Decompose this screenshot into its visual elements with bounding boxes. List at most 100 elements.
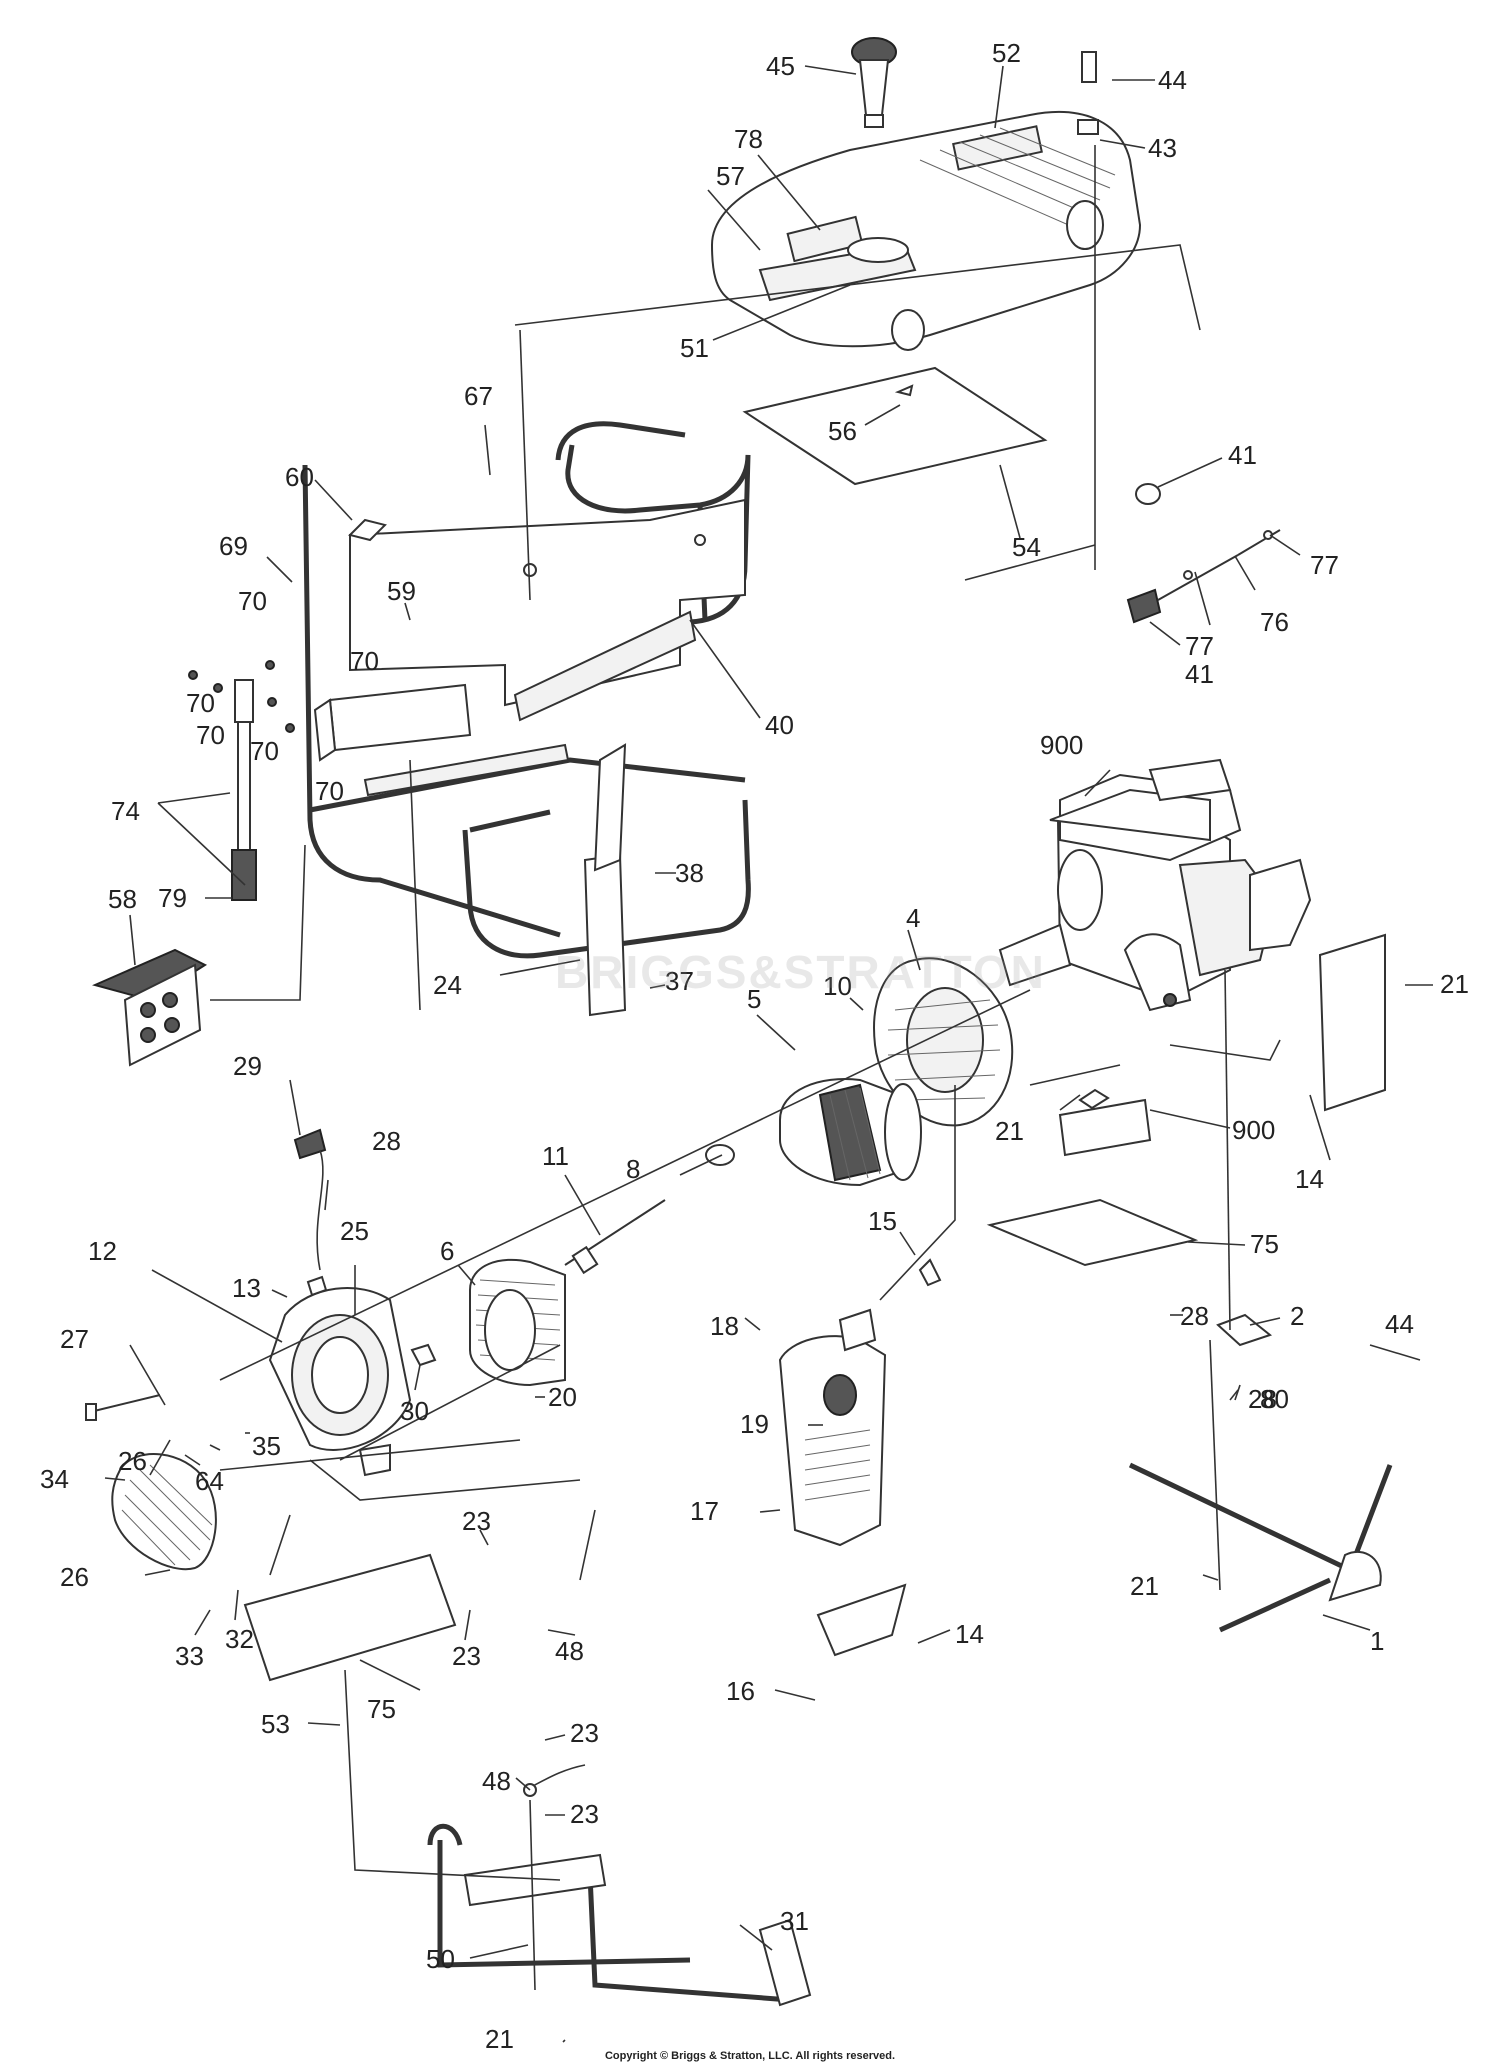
callout-label: 59 bbox=[387, 576, 416, 606]
callout-label: 20 bbox=[548, 1382, 577, 1412]
callout-label: 70 bbox=[238, 586, 267, 616]
callout-label: 18 bbox=[710, 1311, 739, 1341]
callout-label: 15 bbox=[868, 1206, 897, 1236]
rear-housing bbox=[268, 1287, 412, 1477]
callout-label: 21 bbox=[1440, 969, 1469, 999]
rotor bbox=[779, 1078, 922, 1187]
callout-label: 13 bbox=[232, 1273, 261, 1303]
callout-label: 43 bbox=[1148, 133, 1177, 163]
callout-label: 28 bbox=[1248, 1384, 1277, 1414]
callout-label: 38 bbox=[675, 858, 704, 888]
callout-label: 35 bbox=[252, 1431, 281, 1461]
callout-label: 14 bbox=[1295, 1164, 1324, 1194]
callout-label: 54 bbox=[1012, 532, 1041, 562]
callout-label: 17 bbox=[690, 1496, 719, 1526]
copyright-notice: Copyright © Briggs & Stratton, LLC. All … bbox=[604, 2050, 896, 2062]
frame-crossbar bbox=[363, 743, 570, 797]
callout-label: 26 bbox=[60, 1562, 89, 1592]
ground-lead bbox=[523, 1764, 586, 1797]
callout-label: 76 bbox=[1260, 607, 1289, 637]
callout-label: 23 bbox=[570, 1799, 599, 1829]
callout-label: 50 bbox=[426, 1944, 455, 1974]
callout-label: 33 bbox=[175, 1641, 204, 1671]
callout-label: 41 bbox=[1228, 440, 1257, 470]
callout-label: 10 bbox=[823, 971, 852, 1001]
callout-label: 67 bbox=[464, 381, 493, 411]
callout-label: 30 bbox=[400, 1396, 429, 1426]
callout-label: 23 bbox=[452, 1641, 481, 1671]
callout-label: 5 bbox=[747, 984, 761, 1014]
watermark: BRIGGS&STRATTON bbox=[555, 946, 1046, 998]
assembly-guide-lines bbox=[149, 145, 1281, 1991]
callout-layer: 45 52 44 43 78 57 51 56 54 41 41 77 77 7… bbox=[40, 38, 1469, 2054]
vibration-mount bbox=[1216, 1313, 1273, 1347]
base-plate bbox=[243, 1553, 457, 1682]
rod-assembly bbox=[188, 660, 295, 901]
callout-label: 28 bbox=[1180, 1301, 1209, 1331]
callout-label: 21 bbox=[995, 1116, 1024, 1146]
rubber-block bbox=[1058, 1088, 1152, 1157]
callout-label: 23 bbox=[462, 1506, 491, 1536]
callout-label: 56 bbox=[828, 416, 857, 446]
callout-label: 16 bbox=[726, 1676, 755, 1706]
base-frame-lower bbox=[427, 1823, 812, 2007]
heat-shield bbox=[816, 1583, 907, 1657]
callout-label: 24 bbox=[433, 970, 462, 1000]
callout-label: 52 bbox=[992, 38, 1021, 68]
callout-label: 28 bbox=[372, 1126, 401, 1156]
callout-label: 70 bbox=[350, 646, 379, 676]
stator bbox=[469, 1258, 566, 1387]
callout-label: 12 bbox=[88, 1236, 117, 1266]
callout-label: 70 bbox=[250, 736, 279, 766]
callout-label: 27 bbox=[60, 1324, 89, 1354]
callout-label: 31 bbox=[780, 1906, 809, 1936]
callout-label: 1 bbox=[1370, 1626, 1384, 1656]
callout-label: 78 bbox=[734, 124, 763, 154]
engine bbox=[998, 758, 1312, 1012]
fuel-cap bbox=[851, 37, 897, 128]
callout-label: 11 bbox=[542, 1141, 569, 1171]
base-frame-right bbox=[1128, 1462, 1393, 1633]
callout-label: 70 bbox=[315, 776, 344, 806]
callout-label: 26 bbox=[118, 1446, 147, 1476]
callout-label: 19 bbox=[740, 1409, 769, 1439]
callout-label: 70 bbox=[186, 688, 215, 718]
generator-frame bbox=[302, 421, 751, 959]
callout-label: 70 bbox=[196, 720, 225, 750]
tank-bolt bbox=[1077, 51, 1099, 135]
fan bbox=[873, 957, 1014, 1127]
callout-label: 40 bbox=[765, 710, 794, 740]
callout-label: 34 bbox=[40, 1464, 69, 1494]
callout-label: 6 bbox=[440, 1236, 454, 1266]
callout-label: 57 bbox=[716, 161, 745, 191]
end-cover bbox=[111, 1453, 217, 1571]
callout-label: 2 bbox=[1290, 1301, 1304, 1331]
callout-label: 900 bbox=[1232, 1115, 1275, 1145]
callout-label: 29 bbox=[233, 1051, 262, 1081]
callout-label: 77 bbox=[1185, 631, 1214, 661]
callout-label: 44 bbox=[1158, 65, 1187, 95]
callout-label: 75 bbox=[367, 1694, 396, 1724]
muffler-bracket bbox=[918, 1258, 942, 1287]
callout-label: 25 bbox=[340, 1216, 369, 1246]
side-bracket bbox=[583, 743, 627, 1017]
callout-label: 900 bbox=[1040, 730, 1083, 760]
callout-label: 69 bbox=[219, 531, 248, 561]
wire-harness bbox=[293, 1128, 328, 1297]
callout-label: 48 bbox=[555, 1636, 584, 1666]
muffler bbox=[778, 1308, 887, 1547]
brush-holder bbox=[410, 1343, 437, 1367]
control-panel-shroud bbox=[348, 498, 746, 722]
callout-label: 37 bbox=[665, 966, 694, 996]
callout-label: 75 bbox=[1250, 1229, 1279, 1259]
callout-label: 8 bbox=[626, 1154, 640, 1184]
long-bolt bbox=[85, 1394, 161, 1421]
outlet-panel bbox=[92, 948, 208, 1067]
engine-plate bbox=[986, 1198, 1199, 1267]
callout-label: 23 bbox=[570, 1718, 599, 1748]
callout-label: 45 bbox=[766, 51, 795, 81]
callout-label: 80 bbox=[1260, 1384, 1289, 1414]
callout-label: 53 bbox=[261, 1709, 290, 1739]
callout-label: 32 bbox=[225, 1624, 254, 1654]
